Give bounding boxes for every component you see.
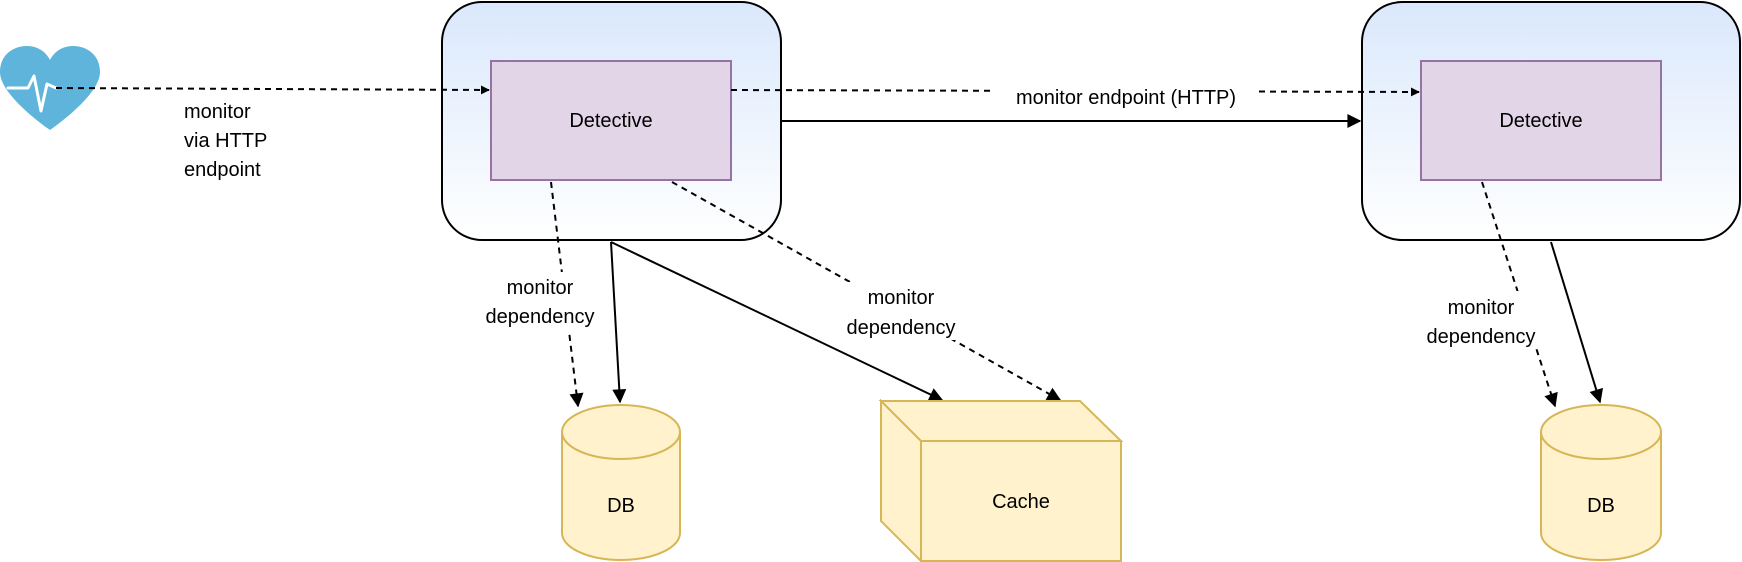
label-dep-right-line2: dependency	[1427, 326, 1536, 348]
label-monitor-via-http: monitor via HTTP endpoint	[184, 101, 267, 181]
left-detective-box	[490, 60, 732, 181]
label-via-http-line2: via HTTP	[184, 130, 267, 152]
heart-pulse-icon	[0, 46, 100, 130]
label-monitor-endpoint: monitor endpoint (HTTP)	[1016, 87, 1236, 109]
label-bg-dep-right	[1412, 291, 1550, 349]
label-dep-cache-line1: monitor	[868, 287, 935, 309]
right-db-cylinder	[1540, 404, 1662, 561]
arrow-monitor-http-endpoint	[55, 85, 490, 95]
right-detective-box	[1420, 60, 1662, 181]
label-dep-cache-line2: dependency	[847, 317, 956, 339]
arrow-right-db	[1550, 241, 1604, 404]
label-dep-left-line2: dependency	[486, 306, 595, 328]
arrow-left-db	[610, 241, 627, 404]
right-db-label: DB	[1587, 495, 1615, 517]
label-bg-dep-left	[470, 272, 608, 330]
label-dep-right-line1: monitor	[1448, 297, 1515, 319]
label-bg-dep-cache	[832, 282, 970, 340]
label-via-http-line3: endpoint	[184, 159, 261, 181]
arrow-cache	[610, 241, 944, 401]
right-detective-label: Detective	[1499, 110, 1582, 132]
cache-box	[878, 398, 1124, 562]
left-db-cylinder	[561, 404, 681, 561]
label-via-http-line1: monitor	[184, 101, 251, 123]
label-bg-monitor-endpoint	[993, 83, 1259, 111]
left-db-label: DB	[607, 495, 635, 517]
label-dep-left-line1: monitor	[507, 277, 574, 299]
cache-label: Cache	[992, 491, 1050, 513]
left-detective-label: Detective	[569, 110, 652, 132]
